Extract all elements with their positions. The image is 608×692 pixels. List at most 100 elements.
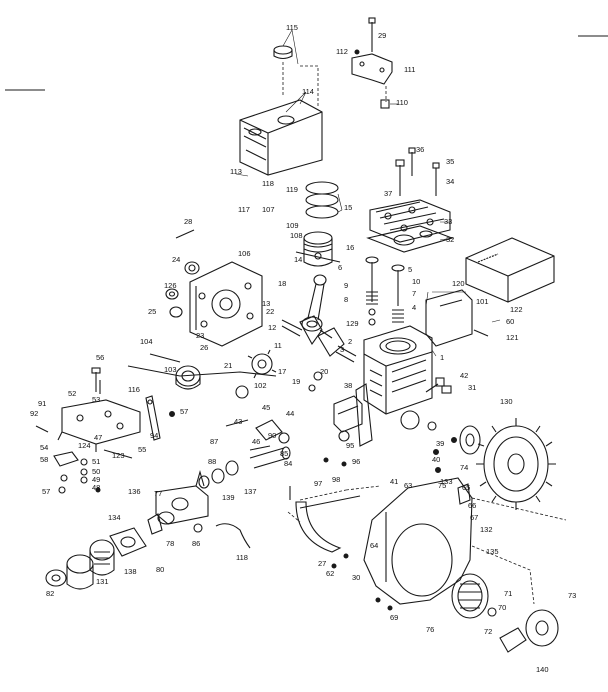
air-cleaner-cover <box>45 569 67 587</box>
callout-64: 64 <box>370 541 378 550</box>
callout-28: 28 <box>184 217 192 226</box>
callout-118: 118 <box>262 179 274 188</box>
callout-24: 24 <box>172 255 180 264</box>
dipstick-28 <box>175 229 195 239</box>
callout-4: 4 <box>412 303 416 312</box>
callout-77: 77 <box>154 489 162 498</box>
callout-7: 7 <box>412 289 416 298</box>
callout-10: 10 <box>412 277 420 286</box>
callout-57: 57 <box>180 407 188 416</box>
breather-cover <box>425 289 473 347</box>
oil-seal-126 <box>165 288 179 300</box>
callout-112: 112 <box>336 47 348 56</box>
callout-63: 63 <box>404 481 412 490</box>
callout-6: 6 <box>338 263 342 272</box>
valves <box>365 256 405 306</box>
callout-107: 107 <box>262 205 275 214</box>
callout-39: 39 <box>436 439 444 448</box>
breather-tube <box>473 329 489 337</box>
governor-link <box>127 365 277 377</box>
callout-47: 47 <box>94 433 102 442</box>
piston-pin <box>295 251 341 263</box>
callout-88: 88 <box>208 457 216 466</box>
callout-131: 131 <box>96 577 109 586</box>
callout-110: 110 <box>396 98 408 107</box>
callout-72: 72 <box>484 627 492 636</box>
callout-75: 75 <box>438 481 446 490</box>
callout-30: 30 <box>352 573 360 582</box>
callout-70: 70 <box>498 603 506 612</box>
callout-50: 50 <box>92 467 100 476</box>
housing-line <box>471 497 567 605</box>
linkage-parts <box>35 411 175 494</box>
callout-96: 96 <box>352 457 360 466</box>
governor-parts <box>235 371 350 451</box>
callout-76: 76 <box>426 625 434 634</box>
callout-78: 78 <box>166 539 174 548</box>
callout-126: 126 <box>164 281 177 290</box>
callout-23: 23 <box>196 331 204 340</box>
callout-117: 117 <box>238 205 250 214</box>
callout-11: 11 <box>274 341 282 350</box>
callout-60: 60 <box>506 317 514 326</box>
callout-29: 29 <box>378 31 386 40</box>
starter-cup <box>459 425 481 455</box>
callout-19: 19 <box>292 377 300 386</box>
fitting-86 <box>193 523 203 533</box>
callout-67: 67 <box>470 513 478 522</box>
leader-lines <box>235 29 501 357</box>
callout-51: 51 <box>92 457 100 466</box>
callout-66: 66 <box>468 501 476 510</box>
callout-103: 103 <box>164 365 177 374</box>
callout-102: 102 <box>254 381 267 390</box>
callout-136: 136 <box>128 487 141 496</box>
fuel-line <box>215 523 251 549</box>
callout-15: 15 <box>344 203 352 212</box>
callout-49: 49 <box>92 475 100 484</box>
callout-41: 41 <box>390 477 398 486</box>
callout-122: 122 <box>510 305 523 314</box>
baffle-outline <box>287 485 381 523</box>
callout-106: 106 <box>238 249 251 258</box>
callout-98: 98 <box>332 475 340 484</box>
float-bowl <box>109 527 147 557</box>
starter-pawl <box>499 627 527 653</box>
small-hardware <box>225 419 471 611</box>
callout-57: 57 <box>42 487 50 496</box>
callout-113: 113 <box>230 167 242 176</box>
callout-92: 92 <box>30 409 38 418</box>
callout-111: 111 <box>404 65 415 74</box>
callout-104: 104 <box>140 337 153 346</box>
callout-37: 37 <box>384 189 392 198</box>
callout-90: 90 <box>268 431 276 440</box>
callout-87: 87 <box>210 437 218 446</box>
rotating-screen <box>451 573 489 619</box>
callout-116: 116 <box>128 385 140 394</box>
callout-130: 130 <box>500 397 513 406</box>
carb-gaskets <box>198 460 239 489</box>
callout-34: 34 <box>446 177 454 186</box>
callout-16: 16 <box>346 243 354 252</box>
starter-screw <box>487 607 497 617</box>
callout-82: 82 <box>46 589 54 598</box>
callout-27: 27 <box>318 559 326 568</box>
callout-labels: 1152911211111411036353437113118119153332… <box>30 23 576 674</box>
callout-45: 45 <box>262 403 270 412</box>
callout-140: 140 <box>536 665 549 674</box>
crankcase-cover <box>189 261 263 347</box>
callout-22: 22 <box>266 307 274 316</box>
callout-109: 109 <box>286 221 299 230</box>
callout-42: 42 <box>460 371 468 380</box>
callout-74: 74 <box>460 463 468 472</box>
callout-40: 40 <box>432 455 440 464</box>
flywheel-nut <box>427 385 457 443</box>
fuel-cap <box>273 45 293 60</box>
cylinder-baffle <box>295 495 361 553</box>
callout-134: 134 <box>108 513 121 522</box>
callout-133: 133 <box>440 477 453 486</box>
callout-95: 95 <box>346 441 354 450</box>
callout-2: 2 <box>348 337 352 346</box>
callout-71: 71 <box>504 589 512 598</box>
callout-119: 119 <box>286 185 298 194</box>
engine-block <box>355 325 433 447</box>
